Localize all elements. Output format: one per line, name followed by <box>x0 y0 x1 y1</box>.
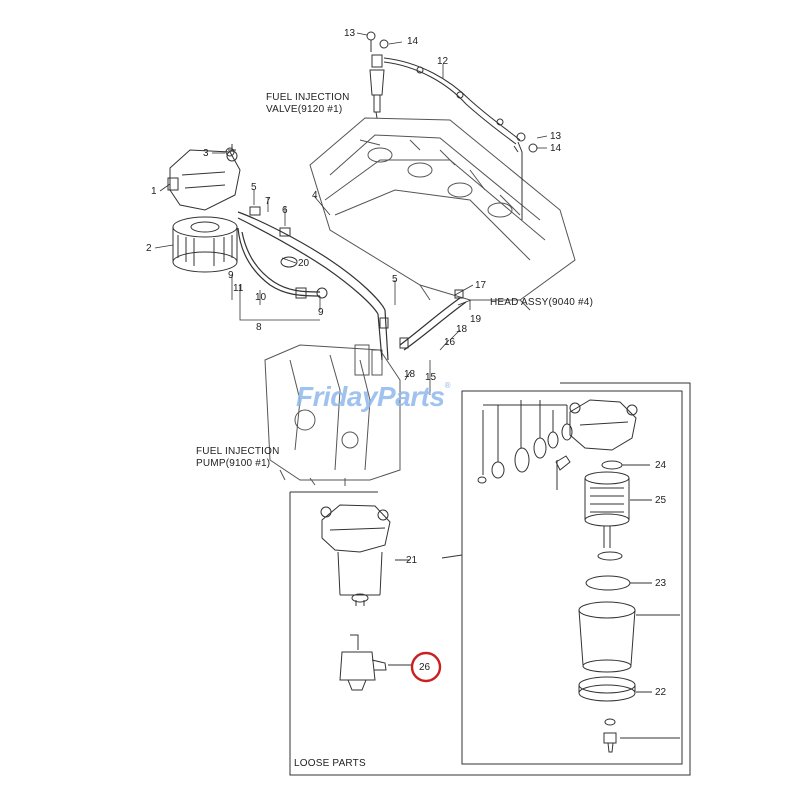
caption-fuel-injection-valve-line1: FUEL INJECTION <box>266 92 350 103</box>
callout-9a: 9 <box>228 270 234 281</box>
caption-head-assy: HEAD ASSY(9040 #4) <box>490 297 594 308</box>
injection-valve <box>369 54 385 119</box>
watermark: FridayParts® <box>296 381 451 413</box>
leak-off-pipe <box>383 57 523 220</box>
drain-plug <box>603 718 680 753</box>
callout-17: 17 <box>475 280 487 291</box>
callout-21: 21 <box>406 555 418 566</box>
callout-18a: 18 <box>456 324 468 335</box>
loose-part-26 <box>339 634 412 691</box>
callout-14-top: 14 <box>407 36 419 47</box>
callout-15: 15 <box>425 372 437 383</box>
caption-fuel-injection-pump-line2: PUMP(9100 #1) <box>196 458 271 469</box>
loose-filter-assembly <box>320 504 410 606</box>
cylinder-head <box>309 117 576 311</box>
callout-25: 25 <box>655 495 667 506</box>
fuel-filter-cartridge <box>172 216 238 273</box>
callout-7: 7 <box>265 196 271 207</box>
callout-6: 6 <box>282 205 288 216</box>
callout-4: 4 <box>312 190 318 201</box>
callout-20: 20 <box>298 258 310 269</box>
ring-small <box>597 551 623 561</box>
callout-3: 3 <box>203 148 209 159</box>
o-ring-24 <box>601 460 650 470</box>
callout-9b: 9 <box>318 307 324 318</box>
callout-16: 16 <box>444 337 456 348</box>
fuel-filter-head <box>167 144 241 211</box>
highlight-circle-26 <box>410 651 442 683</box>
callout-5b: 5 <box>392 274 398 285</box>
caption-loose-parts: LOOSE PARTS <box>294 758 366 769</box>
exploded-filter-head <box>569 399 638 451</box>
callout-11: 11 <box>233 283 244 294</box>
callout-8: 8 <box>256 322 262 333</box>
callout-18b: 18 <box>404 369 416 380</box>
callout-1: 1 <box>151 186 157 197</box>
callout-10: 10 <box>255 292 267 303</box>
fuel-hoses <box>237 211 467 361</box>
injection-pump <box>264 344 401 486</box>
caption-fuel-injection-valve-line2: VALVE(9120 #1) <box>266 104 343 115</box>
o-ring-23 <box>585 575 652 591</box>
caption-fuel-injection-pump-line1: FUEL INJECTION <box>196 446 280 457</box>
callout-23: 23 <box>655 578 667 589</box>
callout-14-mid: 14 <box>550 143 562 154</box>
bowl <box>578 601 680 673</box>
callout-13-top: 13 <box>344 28 356 39</box>
exploded-small-parts <box>477 400 573 490</box>
retaining-ring-22 <box>578 676 652 702</box>
callout-19: 19 <box>470 314 482 325</box>
callout-26: 26 <box>419 662 431 673</box>
callout-12: 12 <box>437 56 449 67</box>
callout-5a: 5 <box>251 182 257 193</box>
watermark-registered: ® <box>444 381 451 390</box>
element-25 <box>584 471 652 548</box>
loose-parts-frame <box>289 382 691 776</box>
leader-lines <box>154 32 548 395</box>
watermark-brand: FridayParts <box>296 381 445 412</box>
callout-22: 22 <box>655 687 667 698</box>
callout-13-mid: 13 <box>550 131 562 142</box>
callout-24: 24 <box>655 460 667 471</box>
hose-fittings <box>249 206 464 349</box>
callout-2: 2 <box>146 243 152 254</box>
